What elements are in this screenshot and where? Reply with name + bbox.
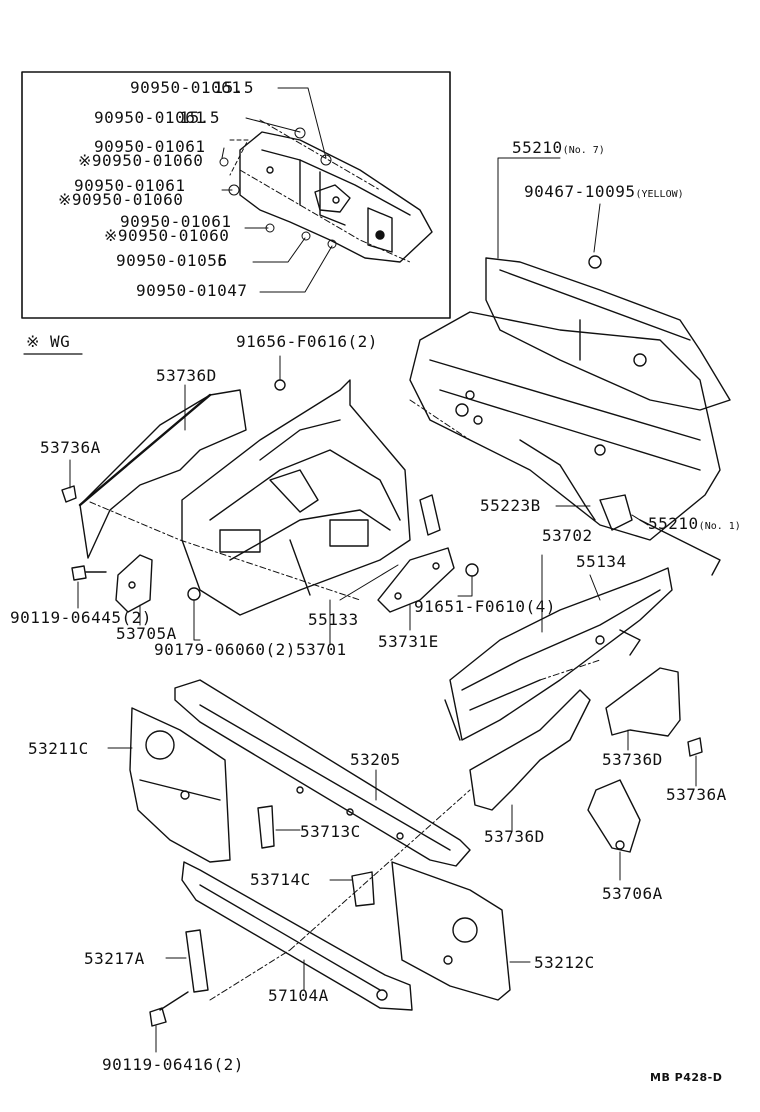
apron-seal-mid-drawing [469, 689, 591, 811]
radiator-support-side-right-drawing [391, 861, 511, 1001]
inset-label-8: ※90950-01060 [104, 226, 230, 245]
front-apron-left-drawing [181, 379, 411, 616]
label-53205: 53205 [350, 750, 401, 769]
dash-panel-upper-drawing [485, 255, 731, 411]
label-53212C: 53212C [534, 953, 595, 972]
inset-label-3: 90950-01061 [94, 137, 206, 156]
inset-label-10: 90950-01047 [136, 281, 248, 300]
label-53736D-right: 53736D [602, 750, 663, 769]
leader-55133 [339, 564, 399, 601]
figure-reference: MB P428-D [650, 1071, 723, 1084]
lower-cross-member-drawing [181, 861, 413, 1011]
clip-left-drawing [61, 485, 77, 503]
label-53736A-right: 53736A [666, 785, 727, 804]
label-53702: 53702 [542, 526, 593, 545]
label-55210-top: 55210(No. 7) [512, 138, 605, 157]
inset-leaders [219, 87, 411, 293]
assembly-lines [209, 399, 601, 1001]
label-53706A: 53706A [602, 884, 663, 903]
label-90179: 90179-06060(2) [154, 640, 296, 659]
label-53714C: 53714C [250, 870, 311, 889]
label-90119-06445: 90119-06445(2) [10, 608, 152, 627]
inset-label-5: 90950-01061 [74, 176, 186, 195]
label-53705A: 53705A [116, 624, 177, 643]
label-91651: 91651-F0610(4) [414, 597, 556, 616]
leader-55210-right [631, 514, 649, 526]
inset-label-4: ※90950-01060 [78, 151, 204, 170]
label-53736D-left: 53736D [156, 366, 217, 385]
bracket-53731E-drawing [377, 547, 455, 613]
leader-55134 [589, 574, 601, 601]
front-apron-right-drawing [444, 567, 673, 741]
label-53731E: 53731E [378, 632, 439, 651]
label-55210-right: 55210(No. 1) [648, 514, 741, 533]
label-53217A: 53217A [84, 949, 145, 968]
label-53736A-left: 53736A [40, 438, 101, 457]
label-53713C: 53713C [300, 822, 361, 841]
bracket-53705A-drawing [115, 554, 153, 613]
bolt-90119-06445-drawing [71, 565, 107, 581]
apron-seal-right-drawing [605, 667, 681, 737]
label-91656: 91656-F0616(2) [236, 332, 378, 351]
inset-label-1: 90950-0106115.5 [130, 78, 254, 97]
inset-label-9: 90950-010565 [116, 251, 228, 270]
label-90467: 90467-10095(YELLOW) [524, 182, 684, 201]
label-55134: 55134 [576, 552, 627, 571]
bracket-53706A-drawing [587, 779, 641, 853]
label-57104A: 57104A [268, 986, 329, 1005]
inset-frame [21, 71, 451, 319]
leader-90467 [593, 203, 601, 253]
apron-seal-left-drawing [78, 389, 247, 559]
leader-55210-top [497, 157, 561, 259]
label-55223B: 55223B [480, 496, 541, 515]
inset-bracket-drawing [239, 131, 433, 263]
radiator-support-side-left-drawing [129, 707, 231, 863]
label-53736D-mid: 53736D [484, 827, 545, 846]
label-90119-06416: 90119-06416(2) [102, 1055, 244, 1074]
label-55133: 55133 [308, 610, 359, 629]
wg-note: ※ WG [26, 332, 71, 351]
inset-label-2: 90950-0106115.5 [94, 108, 220, 127]
inset-label-7: 90950-01061 [120, 212, 232, 231]
inset-label-6: ※90950-01060 [58, 190, 184, 209]
upper-cross-member-drawing [174, 679, 471, 867]
label-53701: 53701 [296, 640, 347, 659]
label-53211C: 53211C [28, 739, 89, 758]
dash-panel-main-drawing [409, 311, 721, 576]
